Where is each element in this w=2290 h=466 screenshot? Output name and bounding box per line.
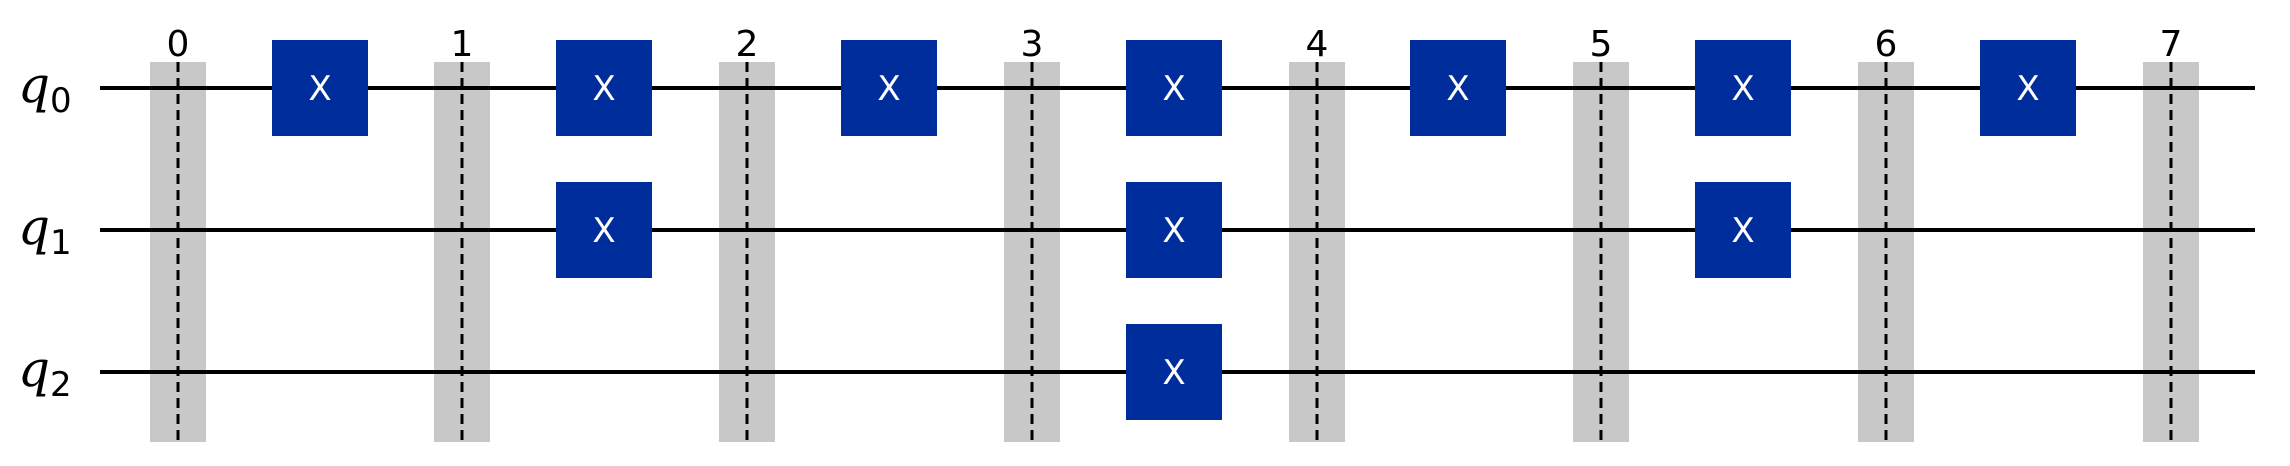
x-gate-box [1980, 40, 2076, 136]
x-gate: X [1695, 182, 1791, 278]
barrier-5 [1573, 62, 1629, 442]
barrier-label-0: 0 [167, 24, 190, 65]
x-gate-box [1126, 40, 1222, 136]
barriers-layer [150, 62, 2199, 442]
x-gate-box [272, 40, 368, 136]
x-gate-label: X [308, 69, 331, 109]
barrier-label-3: 3 [1021, 24, 1044, 65]
x-gate-box [1126, 324, 1222, 420]
qubit-label-index: 0 [50, 81, 72, 121]
barrier-1 [434, 62, 490, 442]
qubit-label-0: q0 [18, 56, 72, 121]
x-gate-box [1695, 40, 1791, 136]
x-gate: X [1410, 40, 1506, 136]
x-gate: X [841, 40, 937, 136]
x-gate-box [1695, 182, 1791, 278]
x-gate: X [1980, 40, 2076, 136]
x-gate-box [1126, 182, 1222, 278]
x-gate: X [1695, 40, 1791, 136]
barrier-label-7: 7 [2160, 24, 2183, 65]
x-gate-label: X [1731, 211, 1754, 251]
qubit-label-name: q [18, 340, 50, 398]
x-gate-label: X [592, 211, 615, 251]
x-gate-label: X [2016, 69, 2039, 109]
qubit-label-index: 2 [50, 365, 72, 405]
x-gate: X [1126, 182, 1222, 278]
x-gate-box [1410, 40, 1506, 136]
x-gate-label: X [1162, 353, 1185, 393]
x-gate: X [556, 182, 652, 278]
x-gate: X [272, 40, 368, 136]
x-gate-box [556, 40, 652, 136]
x-gate-label: X [1162, 69, 1185, 109]
x-gate: X [556, 40, 652, 136]
barrier-7 [2143, 62, 2199, 442]
qubit-label-1: q1 [18, 198, 72, 263]
barrier-label-6: 6 [1875, 24, 1898, 65]
qubit-label-name: q [18, 56, 50, 114]
barrier-6 [1858, 62, 1914, 442]
x-gate-label: X [1446, 69, 1469, 109]
x-gate-box [556, 182, 652, 278]
barrier-3 [1004, 62, 1060, 442]
barrier-label-4: 4 [1306, 24, 1329, 65]
gates-layer: X X X X X X X X X X X [272, 40, 2076, 420]
barrier-label-2: 2 [736, 24, 759, 65]
qubit-label-index: 1 [50, 223, 72, 263]
x-gate-label: X [877, 69, 900, 109]
x-gate: X [1126, 40, 1222, 136]
x-gate-label: X [1162, 211, 1185, 251]
barrier-4 [1289, 62, 1345, 442]
barrier-label-1: 1 [451, 24, 474, 65]
barrier-label-5: 5 [1590, 24, 1613, 65]
x-gate-label: X [592, 69, 615, 109]
barrier-0 [150, 62, 206, 442]
qubit-label-2: q2 [18, 340, 72, 405]
x-gate: X [1126, 324, 1222, 420]
x-gate-box [841, 40, 937, 136]
qubit-label-name: q [18, 198, 50, 256]
barrier-2 [719, 62, 775, 442]
x-gate-label: X [1731, 69, 1754, 109]
